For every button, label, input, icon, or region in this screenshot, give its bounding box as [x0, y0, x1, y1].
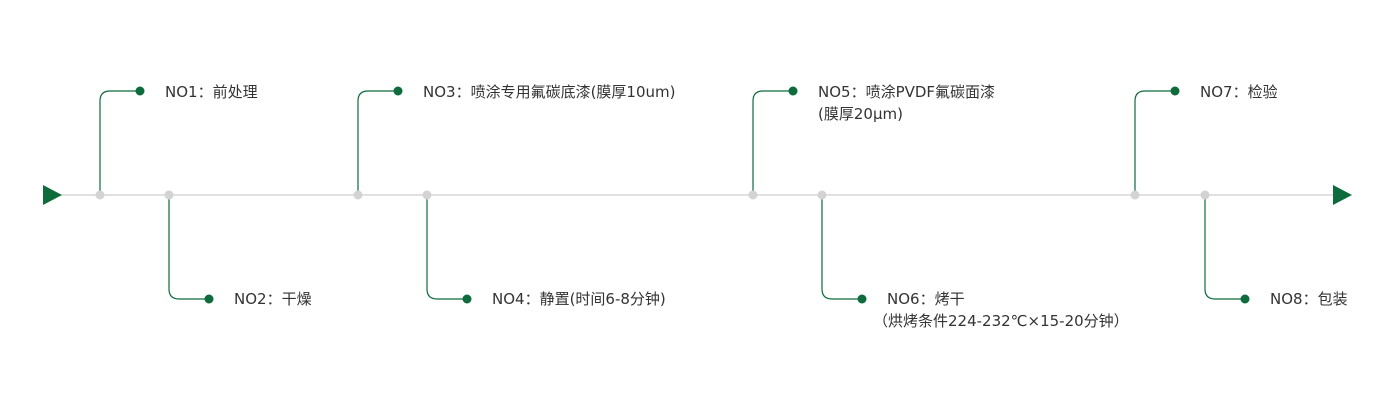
connector-no5 [752, 90, 793, 195]
axis-node-no5 [748, 190, 758, 200]
axis-node-no1 [95, 190, 105, 200]
axis-node-no7 [1130, 190, 1140, 200]
step-note: (膜厚20μm) [818, 105, 903, 123]
step-label-no7: NO7：检验 [1200, 81, 1278, 103]
endpoint-dot-no4 [462, 294, 472, 304]
endpoint-dot-no8 [1240, 294, 1250, 304]
connector-no6 [821, 195, 862, 300]
timeline-end-arrow-icon [1333, 185, 1352, 205]
connector-no4 [426, 195, 467, 300]
step-label-no6: NO6：烤干 （烘烤条件224-232℃×15-20分钟） [873, 288, 1129, 332]
timeline-start-arrow-icon [43, 185, 62, 205]
step-label-no1: NO1：前处理 [165, 81, 258, 103]
step-label-no3: NO3：喷涂专用氟碳底漆(膜厚10um) [423, 81, 675, 103]
connector-no1 [99, 90, 140, 195]
step-title: NO4：静置(时间6-8分钟) [492, 290, 666, 308]
connector-no7 [1134, 90, 1175, 195]
step-label-no8: NO8：包装 [1270, 288, 1348, 310]
axis-node-no8 [1200, 190, 1210, 200]
connector-no3 [357, 90, 398, 195]
step-title: NO6：烤干 [887, 290, 965, 308]
step-title: NO8：包装 [1270, 290, 1348, 308]
endpoint-dot-no5 [788, 86, 798, 96]
step-label-no4: NO4：静置(时间6-8分钟) [492, 288, 666, 310]
step-title: NO3：喷涂专用氟碳底漆(膜厚10um) [423, 83, 676, 101]
step-title: NO5：喷涂PVDF氟碳面漆 [818, 83, 996, 101]
axis-node-no3 [353, 190, 363, 200]
endpoint-dot-no3 [393, 86, 403, 96]
axis-node-no2 [164, 190, 174, 200]
endpoint-dot-no7 [1170, 86, 1180, 96]
step-title: NO2：干燥 [234, 290, 312, 308]
endpoint-dot-no2 [204, 294, 214, 304]
connector-no2 [168, 195, 209, 300]
step-title: NO7：检验 [1200, 83, 1278, 101]
step-note: （烘烤条件224-232℃×15-20分钟） [873, 312, 1129, 330]
step-label-no5: NO5：喷涂PVDF氟碳面漆 (膜厚20μm) [818, 81, 995, 125]
endpoint-dot-no6 [857, 294, 867, 304]
axis-node-no6 [817, 190, 827, 200]
step-title: NO1：前处理 [165, 83, 258, 101]
axis-node-no4 [422, 190, 432, 200]
step-label-no2: NO2：干燥 [234, 288, 312, 310]
connector-no8 [1204, 195, 1245, 300]
step-connectors [95, 86, 1250, 304]
endpoint-dot-no1 [135, 86, 145, 96]
